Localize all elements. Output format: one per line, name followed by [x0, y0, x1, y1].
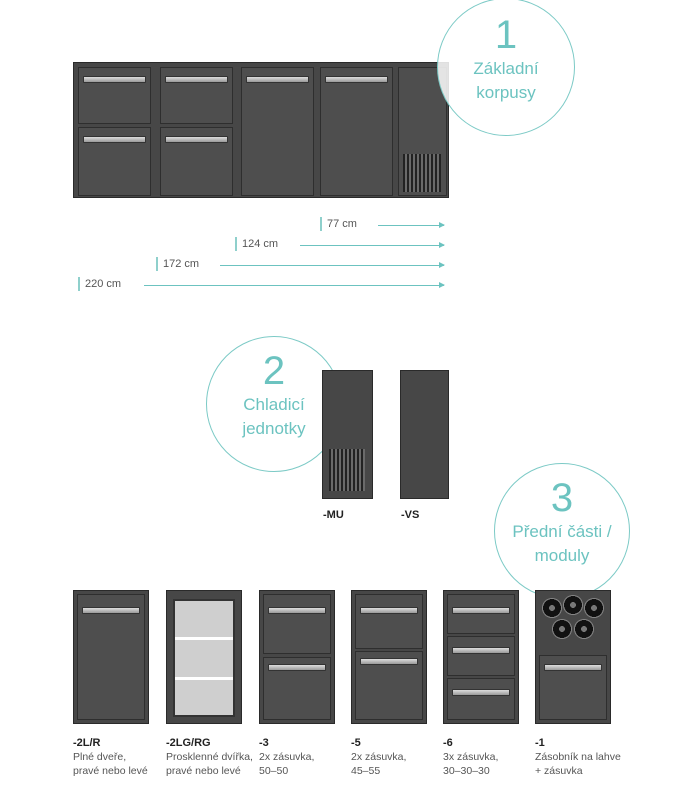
unit-vs-illustration [400, 370, 449, 499]
unit-code: -MU [323, 509, 344, 521]
module-5-illustration [351, 590, 427, 724]
dimension-label: 124 cm [242, 238, 279, 250]
module-2lr-illustration [73, 590, 149, 724]
section-label: moduly [534, 546, 590, 565]
dimension-arrow [144, 281, 445, 289]
section-label: jednotky [242, 419, 306, 438]
unit-mu-illustration [322, 370, 373, 499]
section-label: korpusy [476, 83, 536, 102]
section-label: Chladicí [243, 395, 305, 414]
section-number: 3 [550, 476, 574, 520]
module-6-illustration [443, 590, 519, 724]
drawer [160, 127, 233, 196]
section-3-circle: 3 Přední části / moduly [494, 463, 630, 599]
unit-code: -VS [401, 509, 420, 521]
section-number: 1 [494, 13, 518, 57]
dimension-arrow [300, 241, 445, 249]
dimension-arrow [378, 221, 445, 229]
door [320, 67, 393, 196]
drawer [78, 67, 151, 124]
section-label: Přední části / [512, 522, 612, 541]
drawer [160, 67, 233, 124]
module-1-illustration [535, 590, 611, 724]
module-2lgrg-illustration [166, 590, 242, 724]
base-cabinet-illustration [73, 62, 449, 198]
dimension-arrow [220, 261, 445, 269]
drawer [78, 127, 151, 196]
section-number: 2 [262, 349, 286, 393]
section-2-circle: 2 Chladicí jednotky [206, 336, 342, 472]
module-3-illustration [259, 590, 335, 724]
dimension-label: 172 cm [163, 258, 200, 270]
cooling-unit-panel [398, 67, 447, 196]
section-1-circle: 1 Základní korpusy [437, 0, 575, 136]
section-label: Základní [473, 59, 539, 78]
door [241, 67, 314, 196]
dimension-label: 77 cm [327, 218, 357, 230]
dimension-label: 220 cm [85, 278, 122, 290]
